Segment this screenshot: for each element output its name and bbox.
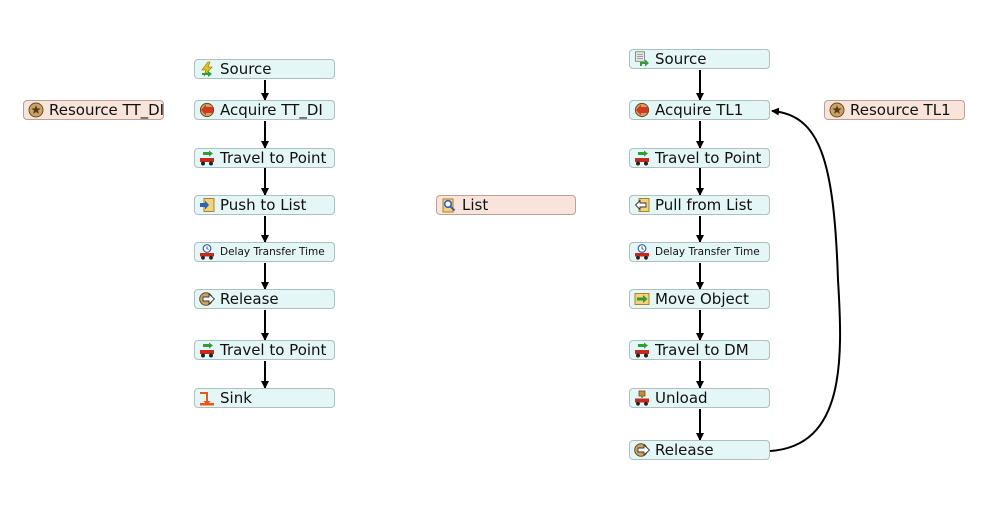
activity-label: Acquire TL1 [655,101,744,119]
move-object-icon [634,293,650,305]
activity-label: Source [220,60,272,78]
acquire-resource-icon [634,102,650,118]
resource-tl1-shared-asset[interactable]: Resource TL1 [824,100,965,120]
list-label: List [462,196,489,214]
activity-label: Delay Transfer Time [220,246,325,258]
pull-from-list-icon [634,198,650,212]
activity-label: Sink [220,389,252,407]
left-push-to-list-activity[interactable]: Push to List [194,195,335,215]
activity-label: Travel to Point [220,149,327,167]
right-unload-activity[interactable]: Unload [629,388,770,408]
activity-label: Travel to Point [655,149,762,167]
left-sink-activity[interactable]: Sink [194,388,335,408]
release-resource-icon [634,443,650,457]
left-travel-activity[interactable]: Travel to Point [194,148,335,168]
right-move-object-activity[interactable]: Move Object [629,289,770,309]
right-acquire-activity[interactable]: Acquire TL1 [629,100,770,120]
list-magnifier-icon [442,198,456,213]
left-travel-activity-2[interactable]: Travel to Point [194,340,335,360]
travel-cart-icon [200,342,214,358]
travel-cart-icon [635,342,649,358]
travel-cart-icon [200,150,214,166]
activity-label: Unload [655,389,708,407]
release-resource-icon [199,292,215,306]
resource-tt-di-shared-asset[interactable]: Resource TT_DI [23,100,164,120]
right-pull-from-list-activity[interactable]: Pull from List [629,195,770,215]
right-travel-to-dm-activity[interactable]: Travel to DM [629,340,770,360]
activity-label: Release [220,290,279,308]
resource-star-icon [829,102,845,118]
right-travel-activity[interactable]: Travel to Point [629,148,770,168]
right-delay-activity[interactable]: Delay Transfer Time [629,242,770,262]
activity-label: Acquire TT_DI [220,101,323,119]
activity-label: Delay Transfer Time [655,246,760,258]
left-acquire-activity[interactable]: Acquire TT_DI [194,100,335,120]
resource-label: Resource TT_DI [49,101,164,119]
list-shared-asset[interactable]: List [436,195,576,215]
right-release-activity[interactable]: Release [629,440,770,460]
left-delay-activity[interactable]: Delay Transfer Time [194,242,335,262]
activity-label: Source [655,50,707,68]
activity-label: Move Object [655,290,749,308]
right-source-activity[interactable]: Source [629,49,770,69]
left-release-activity[interactable]: Release [194,289,335,309]
activity-label: Release [655,441,714,459]
activity-label: Travel to DM [655,341,749,359]
left-source-activity[interactable]: Source [194,59,335,79]
delay-clock-cart-icon [200,244,214,260]
activity-label: Travel to Point [220,341,327,359]
resource-label: Resource TL1 [850,101,951,119]
loop-connector [769,107,842,452]
sink-arrow-icon [200,392,214,406]
travel-cart-icon [635,150,649,166]
activity-label: Pull from List [655,196,753,214]
source-lightning-icon [201,61,213,77]
source-schedule-icon [635,51,649,67]
resource-star-icon [28,102,44,118]
activity-label: Push to List [220,196,307,214]
acquire-resource-icon [199,102,215,118]
unload-cart-icon [635,390,649,406]
delay-clock-cart-icon [635,244,649,260]
push-to-list-icon [200,198,215,212]
